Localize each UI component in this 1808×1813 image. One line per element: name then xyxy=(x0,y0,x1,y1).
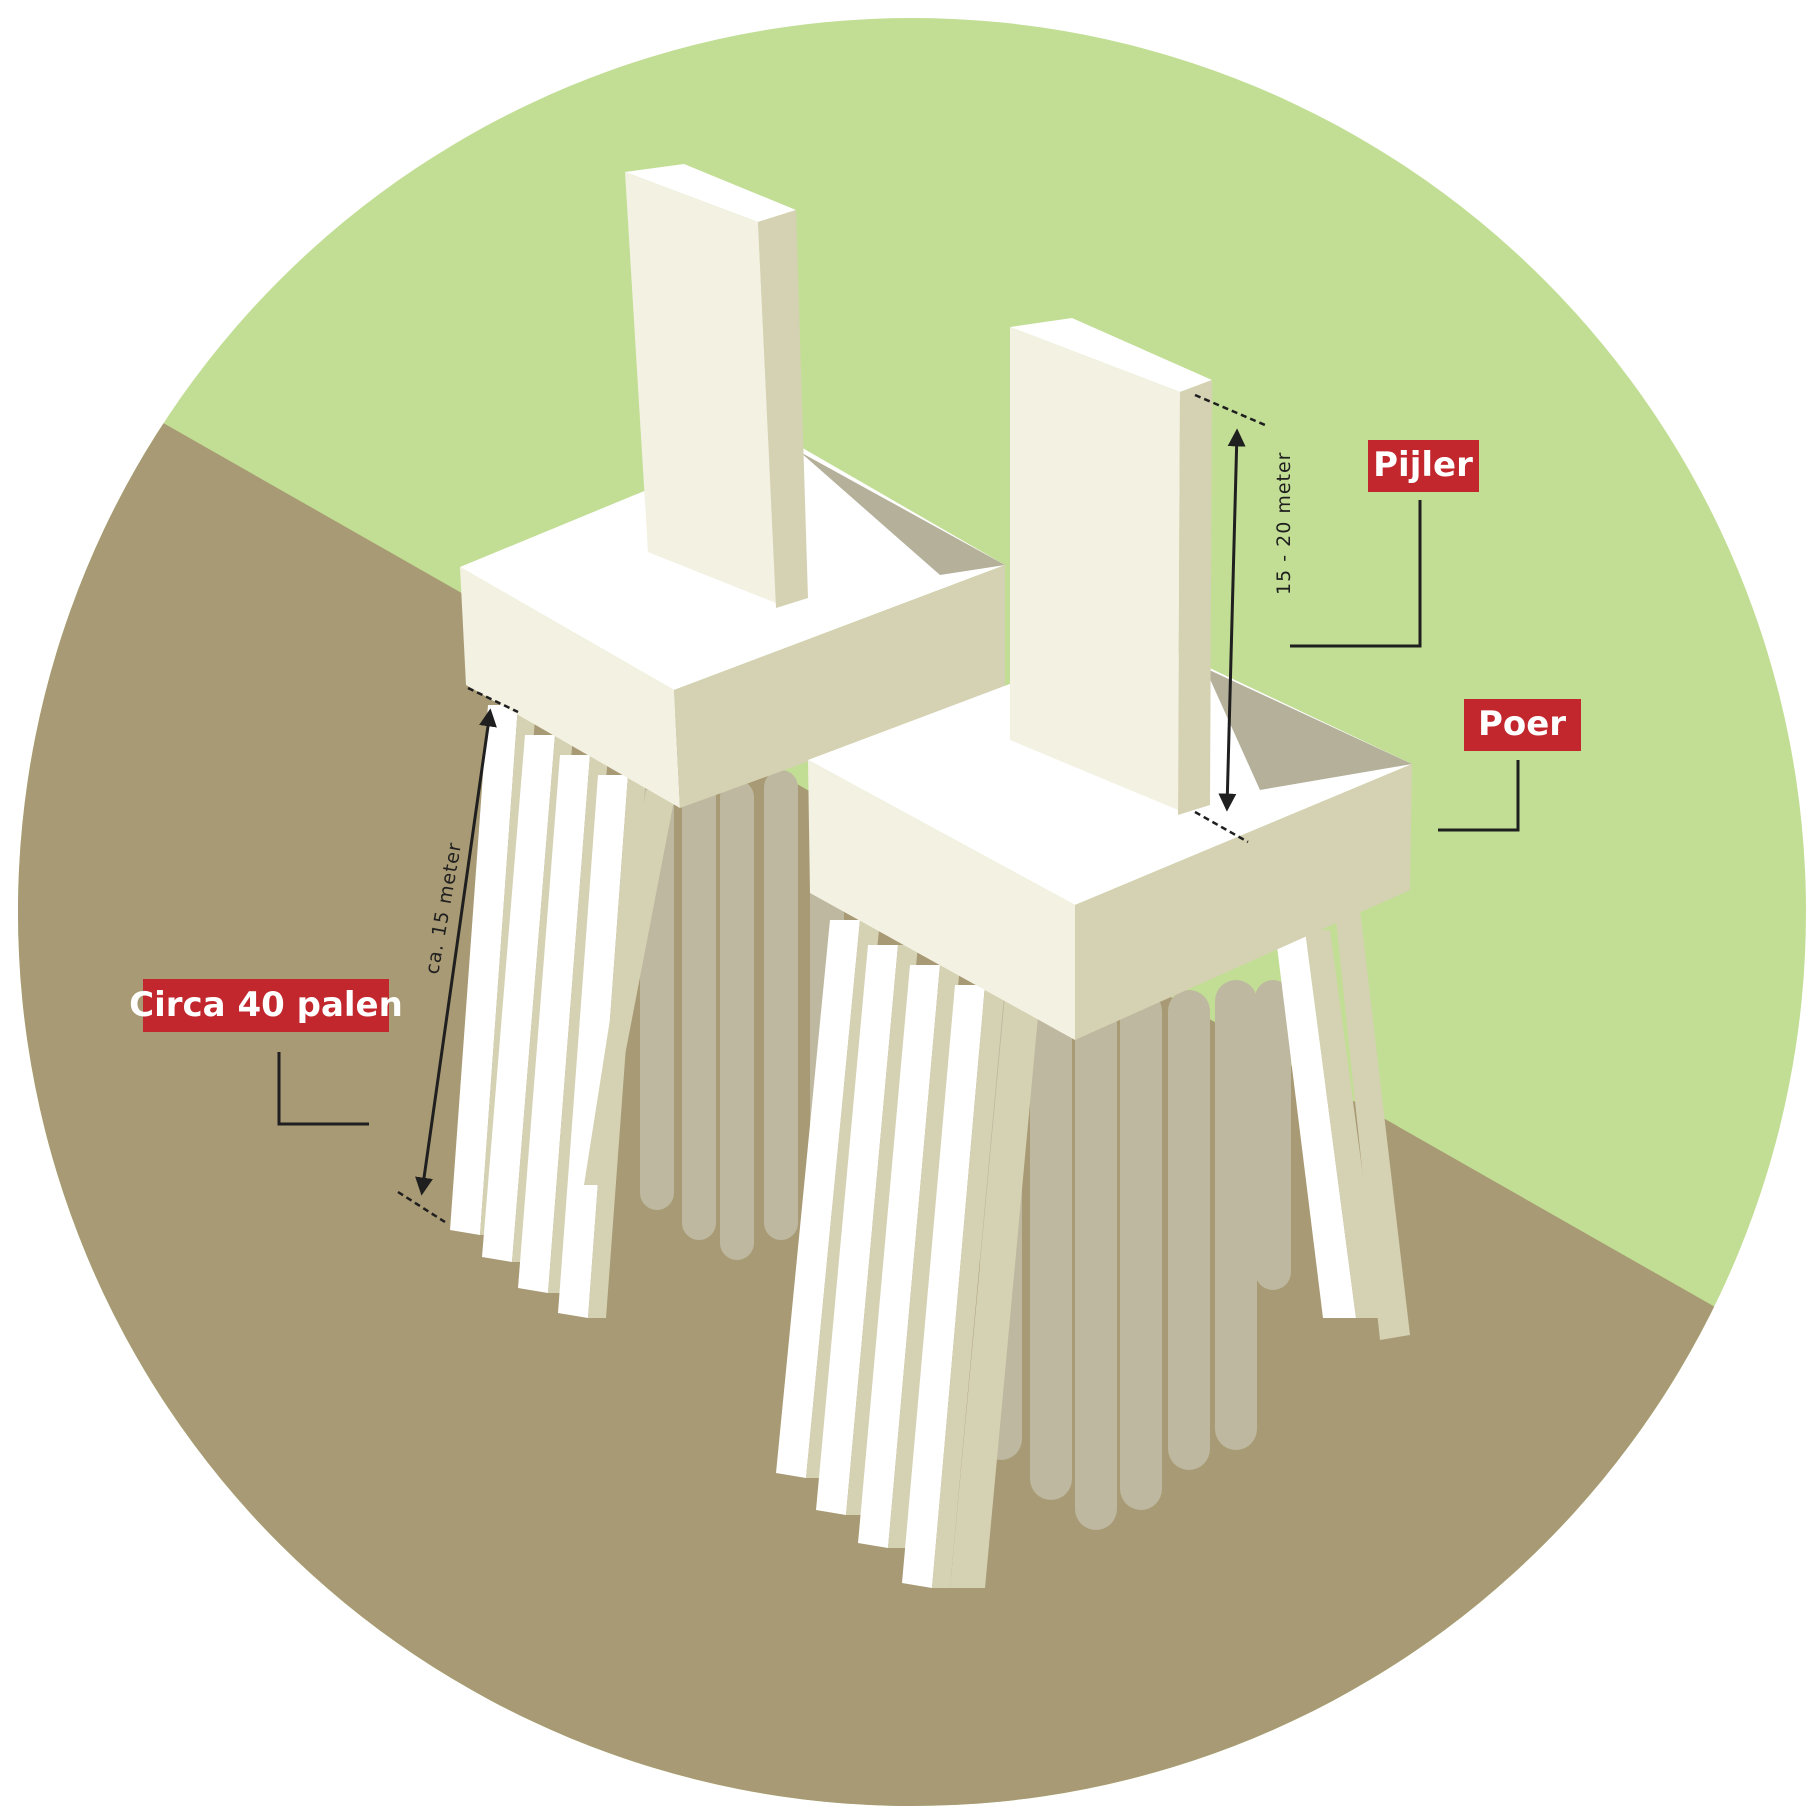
poer-leader-line xyxy=(1438,760,1520,832)
poer-label-box xyxy=(1464,699,1581,751)
pijler-leader-line xyxy=(1290,500,1422,648)
palen-label: Circa 40 palen xyxy=(129,985,403,1025)
pillar-bottom-tick xyxy=(1194,810,1249,844)
pillar-height-text: 15 - 20 meter xyxy=(1273,452,1295,595)
right-pillar xyxy=(1010,318,1212,815)
pijler-callout: Pijler xyxy=(1290,440,1479,648)
pillar-top-tick xyxy=(1194,393,1266,427)
pijler-label: Pijler xyxy=(1373,445,1473,485)
palen-label-box xyxy=(143,979,389,1032)
right-front-piles xyxy=(776,920,1040,1588)
pile-length-arrow xyxy=(415,708,497,1196)
pijler-label-box xyxy=(1368,440,1479,492)
pillar-height-dimension: 15 - 20 meter xyxy=(1194,393,1295,844)
pillar-height-arrow xyxy=(1218,428,1246,812)
palen-callout: Circa 40 palen xyxy=(129,979,403,1126)
right-side-piles xyxy=(1275,910,1410,1340)
right-foundation xyxy=(776,318,1412,1588)
left-pillar xyxy=(625,164,808,608)
palen-leader-line xyxy=(277,1052,369,1126)
poer-callout: Poer xyxy=(1438,699,1581,832)
poer-label: Poer xyxy=(1478,704,1566,744)
